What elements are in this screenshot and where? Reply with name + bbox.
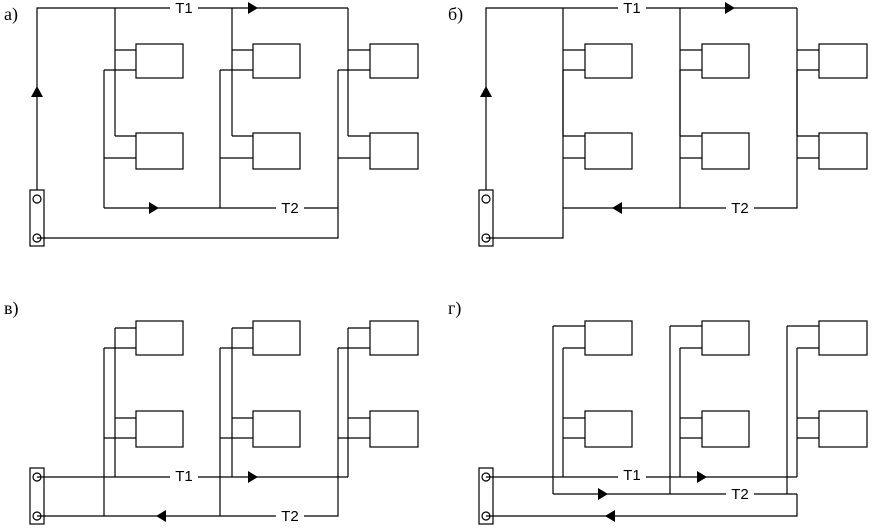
panel-g-label: г) xyxy=(448,298,461,319)
supply-pipe-b xyxy=(485,7,798,190)
supply-label-v: T1 xyxy=(175,468,193,485)
flow-arrow-right xyxy=(248,2,258,14)
flow-arrow-left xyxy=(156,510,166,522)
panel-b: б) T1 T2 xyxy=(448,0,868,247)
panel-g: г) T1 T2 xyxy=(448,298,868,525)
radiator xyxy=(369,43,419,79)
boiler-a-outlet xyxy=(32,194,42,204)
radiator xyxy=(252,132,301,170)
radiator xyxy=(135,320,184,356)
supply-pipe-v xyxy=(37,328,349,478)
supply-pipe-a xyxy=(36,7,349,190)
radiator xyxy=(252,410,301,448)
panel-v: в) T1 T2 xyxy=(4,298,419,525)
radiator-branches-a xyxy=(104,49,370,159)
radiator-branches-v xyxy=(104,327,370,439)
radiator xyxy=(252,320,301,356)
radiator xyxy=(369,132,419,170)
supply-label-b: T1 xyxy=(623,0,641,17)
flow-arrow-left xyxy=(612,202,622,214)
radiator xyxy=(701,132,750,170)
return-pipe-a xyxy=(37,70,339,239)
radiator xyxy=(135,410,184,448)
boiler-v xyxy=(29,467,45,525)
radiator xyxy=(818,132,868,170)
radiator xyxy=(369,410,419,448)
return-label-v: T2 xyxy=(281,508,299,525)
return-pipe-b xyxy=(486,70,798,239)
panel-b-label: б) xyxy=(448,4,463,25)
return-pipe-v xyxy=(37,348,339,517)
flow-arrow-up xyxy=(480,86,492,97)
radiator xyxy=(135,132,184,170)
radiator xyxy=(818,410,868,448)
radiator xyxy=(584,43,633,79)
panel-a-label: а) xyxy=(4,4,18,25)
supply-label-g: T1 xyxy=(623,467,641,484)
radiator xyxy=(701,43,750,79)
flow-arrow-right xyxy=(149,202,159,214)
radiator xyxy=(584,410,633,448)
boiler-g xyxy=(478,467,494,525)
radiator xyxy=(818,43,868,79)
radiator xyxy=(369,320,419,356)
radiator xyxy=(584,132,633,170)
radiator xyxy=(584,320,633,356)
supply-label-a: T1 xyxy=(175,0,193,17)
radiator xyxy=(252,43,301,79)
boiler-b-outlet xyxy=(481,194,491,204)
radiator xyxy=(135,43,184,79)
flow-arrow-right xyxy=(697,471,707,483)
panel-a: а) T1 T2 xyxy=(4,0,419,247)
flow-arrow-left xyxy=(605,510,615,522)
flow-arrow-right xyxy=(725,2,735,14)
flow-arrow-right xyxy=(248,471,258,483)
radiator xyxy=(701,410,750,448)
radiator-branches-b xyxy=(563,49,819,159)
radiator xyxy=(701,320,750,356)
return-label-a: T2 xyxy=(281,200,299,217)
panel-v-label: в) xyxy=(4,298,19,319)
supply-pipe-g xyxy=(486,348,798,478)
radiator xyxy=(818,320,868,356)
radiator-branches-g xyxy=(553,325,819,439)
flow-arrow-right xyxy=(598,488,608,500)
return-label-b: T2 xyxy=(731,200,749,217)
flow-arrow-up xyxy=(31,86,43,97)
return-label-g: T2 xyxy=(731,486,749,503)
return-pipe-g xyxy=(486,326,798,517)
